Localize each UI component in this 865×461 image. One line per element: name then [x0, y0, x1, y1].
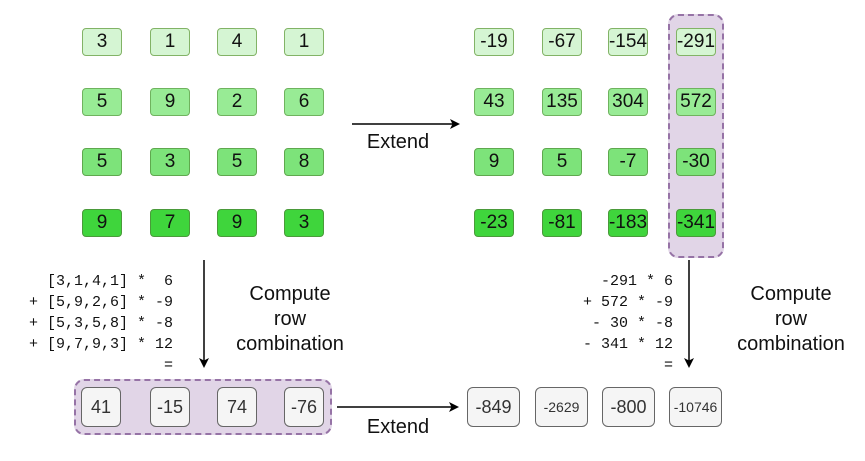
left-matrix-cell: 5 — [82, 88, 122, 116]
left-matrix-cell: 5 — [82, 148, 122, 176]
right-matrix-cell: -154 — [608, 28, 648, 56]
extend-label-bottom: Extend — [366, 416, 430, 438]
left-matrix-cell: 3 — [150, 148, 190, 176]
left-result-cell: 41 — [81, 387, 121, 427]
left-matrix-cell: 3 — [82, 28, 122, 56]
left-result-cell: 74 — [217, 387, 257, 427]
left-matrix-cell: 9 — [217, 209, 257, 237]
right-matrix-cell: 5 — [542, 148, 582, 176]
right-matrix-cell: -67 — [542, 28, 582, 56]
right-result-cell: -2629 — [535, 387, 588, 427]
left-matrix-cell: 1 — [150, 28, 190, 56]
left-matrix-cell: 3 — [284, 209, 324, 237]
right-matrix-cell: -81 — [542, 209, 582, 237]
formula-right-line: - 341 * 12 — [582, 336, 673, 353]
left-matrix-cell: 1 — [284, 28, 324, 56]
formula-left-line: + [9,7,9,3] * 12 — [28, 336, 173, 353]
formula-right-line: -291 * 6 — [600, 273, 673, 290]
formula-left-line: + [5,9,2,6] * -9 — [28, 294, 173, 311]
formula-left-line: = — [163, 357, 173, 374]
left-matrix-cell: 8 — [284, 148, 324, 176]
right-matrix-cell: -291 — [676, 28, 716, 56]
left-matrix-cell: 9 — [150, 88, 190, 116]
left-matrix-cell: 6 — [284, 88, 324, 116]
formula-right-line: + 572 * -9 — [582, 294, 673, 311]
compute-label-right-line: combination — [737, 333, 845, 355]
right-matrix-cell: 9 — [474, 148, 514, 176]
right-result-cell: -10746 — [669, 387, 722, 427]
right-result-cell: -800 — [602, 387, 655, 427]
compute-label-right-line: Compute — [750, 283, 832, 305]
left-result-cell: -15 — [150, 387, 190, 427]
left-matrix-cell: 5 — [217, 148, 257, 176]
formula-right-line: - 30 * -8 — [591, 315, 673, 332]
compute-label-left-line: Compute — [249, 283, 331, 305]
compute-label-left-line: row — [273, 308, 307, 330]
left-matrix-cell: 2 — [217, 88, 257, 116]
compute-label-left-line: combination — [236, 333, 344, 355]
extend-label-top: Extend — [366, 131, 430, 153]
right-matrix-cell: 304 — [608, 88, 648, 116]
right-matrix-cell: -30 — [676, 148, 716, 176]
left-matrix-cell: 9 — [82, 209, 122, 237]
left-result-cell: -76 — [284, 387, 324, 427]
formula-right-line: = — [663, 357, 673, 374]
right-matrix-cell: -19 — [474, 28, 514, 56]
formula-left-line: [3,1,4,1] * 6 — [46, 273, 173, 290]
right-matrix-cell: 43 — [474, 88, 514, 116]
right-matrix-cell: -341 — [676, 209, 716, 237]
right-matrix-cell: -7 — [608, 148, 648, 176]
left-matrix-cell: 4 — [217, 28, 257, 56]
left-matrix-cell: 7 — [150, 209, 190, 237]
formula-left-line: + [5,3,5,8] * -8 — [28, 315, 173, 332]
right-matrix-cell: -23 — [474, 209, 514, 237]
right-matrix-cell: 572 — [676, 88, 716, 116]
right-matrix-cell: -183 — [608, 209, 648, 237]
compute-label-right-line: row — [774, 308, 808, 330]
right-result-cell: -849 — [467, 387, 520, 427]
right-matrix-cell: 135 — [542, 88, 582, 116]
